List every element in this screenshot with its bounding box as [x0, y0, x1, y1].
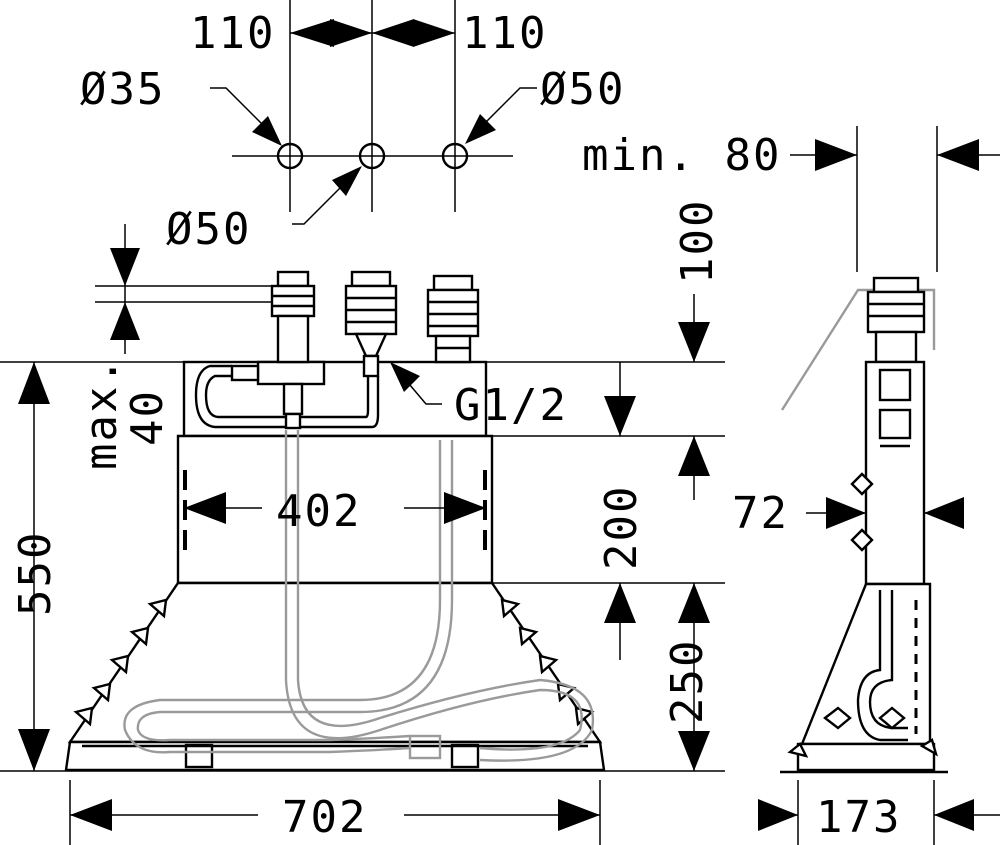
min-80-label: min. 80	[582, 130, 781, 181]
hole-35	[276, 142, 304, 170]
valve-right	[426, 274, 480, 364]
dim-110-left: 110	[190, 8, 275, 59]
hole-pattern	[210, 0, 537, 225]
clip-marks	[73, 598, 595, 727]
dim-250: 250	[662, 639, 713, 724]
valve-left	[270, 270, 316, 364]
front-view	[0, 224, 725, 845]
internal-piping	[194, 360, 380, 430]
max-40-value: 40	[122, 389, 173, 446]
dim-72: 72	[732, 488, 789, 539]
valve-center	[344, 270, 398, 378]
dim-200: 200	[596, 485, 647, 570]
diameter-50-right-label: Ø50	[540, 64, 625, 115]
diameter-35-label: Ø35	[80, 64, 165, 115]
max-label: max.	[76, 356, 127, 470]
hole-50-center	[358, 142, 386, 170]
dim-110-right: 110	[462, 8, 547, 59]
slot-marks	[183, 470, 487, 550]
hole-50-right	[441, 142, 469, 170]
hose-lines	[123, 430, 595, 762]
diameter-50-bottom-label: Ø50	[166, 204, 251, 255]
dim-702: 702	[282, 792, 367, 843]
dim-402: 402	[276, 486, 361, 537]
dim-550: 550	[10, 531, 61, 616]
side-view	[758, 126, 1000, 845]
dim-100: 100	[672, 199, 723, 284]
g-half-label: G1/2	[454, 380, 568, 431]
dim-173: 173	[816, 792, 901, 843]
